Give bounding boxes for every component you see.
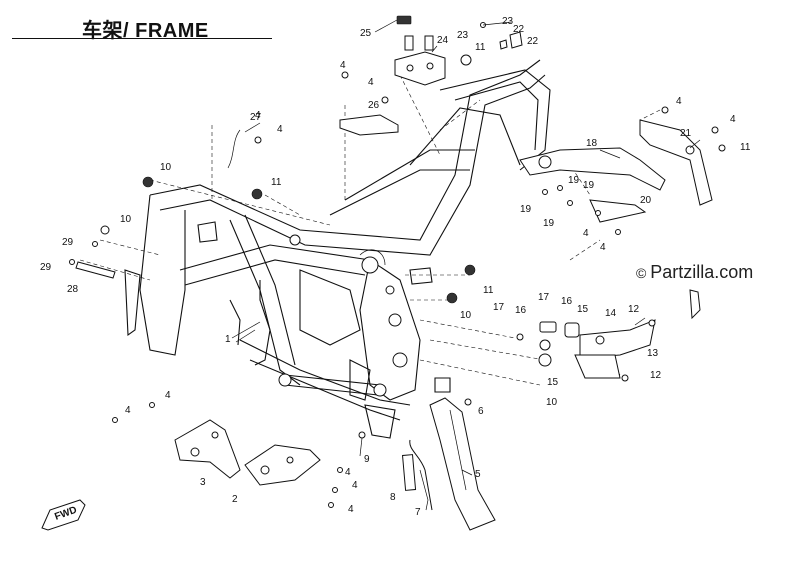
callout-27: 27 <box>250 112 262 123</box>
callout-4a: 4 <box>125 405 131 416</box>
callout-4m: 4 <box>255 110 261 121</box>
callout-21: 21 <box>680 128 692 139</box>
callout-4h: 4 <box>676 96 682 107</box>
callout-3: 3 <box>200 477 206 488</box>
copyright-symbol: © <box>636 265 651 281</box>
fwd-badge: FWD <box>41 499 86 531</box>
callout-14: 14 <box>605 308 617 319</box>
callout-10c: 10 <box>460 310 472 321</box>
callout-29a: 29 <box>62 237 74 248</box>
callout-9: 9 <box>364 454 370 465</box>
watermark-brand: Partzilla.com <box>650 262 754 282</box>
callout-19b: 19 <box>583 180 595 191</box>
callout-15a: 15 <box>577 304 589 315</box>
title-bar: 车架/ FRAME <box>12 12 272 42</box>
callout-11d: 11 <box>740 142 751 153</box>
callout-18: 18 <box>586 138 598 149</box>
callout-11a: 11 <box>271 177 282 188</box>
callout-7: 7 <box>415 507 421 518</box>
callout-leaders <box>235 19 701 476</box>
callout-4f: 4 <box>340 60 346 71</box>
rear-bracket-assembly <box>519 106 726 320</box>
callout-17a: 17 <box>538 292 550 303</box>
alignment-lines <box>79 74 661 386</box>
side-stand-assembly <box>358 397 496 531</box>
callout-10d: 10 <box>546 397 558 408</box>
callout-4l: 4 <box>345 467 351 478</box>
callout-4j: 4 <box>583 228 589 239</box>
top-bracket-assembly <box>339 15 523 136</box>
callout-19a: 19 <box>568 175 580 186</box>
callout-1: 1 <box>225 334 231 345</box>
callout-10b: 10 <box>120 214 132 225</box>
callout-8: 8 <box>390 492 396 503</box>
callout-10a: 10 <box>160 162 172 173</box>
callout-6: 6 <box>478 406 484 417</box>
callout-4b: 4 <box>165 390 171 401</box>
callout-12: 12 <box>650 370 662 381</box>
title-underline-stub <box>12 38 52 39</box>
callout-12b: 12 <box>628 304 640 315</box>
callout-4k: 4 <box>600 242 606 253</box>
callout-19d: 19 <box>543 218 555 229</box>
callout-4c: 4 <box>352 480 358 491</box>
callout-19c: 19 <box>520 204 532 215</box>
callout-4e: 4 <box>277 124 283 135</box>
callout-4i: 4 <box>730 114 736 125</box>
page-title: 车架/ FRAME <box>82 20 209 42</box>
partzilla-watermark: © Partzilla.com <box>636 262 753 283</box>
callout-labels: 1 2 3 4 4 4 4 4 4 4 4 4 4 4 4 4 5 6 7 8 … <box>40 16 751 518</box>
callout-26: 26 <box>368 100 380 111</box>
callout-4d: 4 <box>348 504 354 515</box>
callout-22a: 22 <box>513 24 525 35</box>
callout-15b: 15 <box>547 377 559 388</box>
lower-bracket-assembly <box>112 402 343 508</box>
callout-25: 25 <box>360 28 372 39</box>
callout-5: 5 <box>475 469 481 480</box>
callout-17b: 17 <box>493 302 505 313</box>
callout-16b: 16 <box>515 305 527 316</box>
callout-20: 20 <box>640 195 652 206</box>
callout-24: 24 <box>437 35 449 46</box>
callout-28: 28 <box>67 284 79 295</box>
callout-29b: 29 <box>40 262 52 273</box>
callout-11c: 11 <box>483 285 494 296</box>
callout-23a: 23 <box>502 16 514 27</box>
callout-22b: 22 <box>527 36 539 47</box>
main-frame <box>124 59 551 439</box>
left-small-parts <box>69 129 476 304</box>
callout-11b: 11 <box>475 42 486 53</box>
callout-16a: 16 <box>561 296 573 307</box>
callout-23b: 23 <box>457 30 469 41</box>
footrest-bracket-assembly <box>516 319 656 382</box>
callout-13: 13 <box>647 348 659 359</box>
callout-2: 2 <box>232 494 238 505</box>
callout-4g: 4 <box>368 77 374 88</box>
leader-1 <box>231 321 261 339</box>
